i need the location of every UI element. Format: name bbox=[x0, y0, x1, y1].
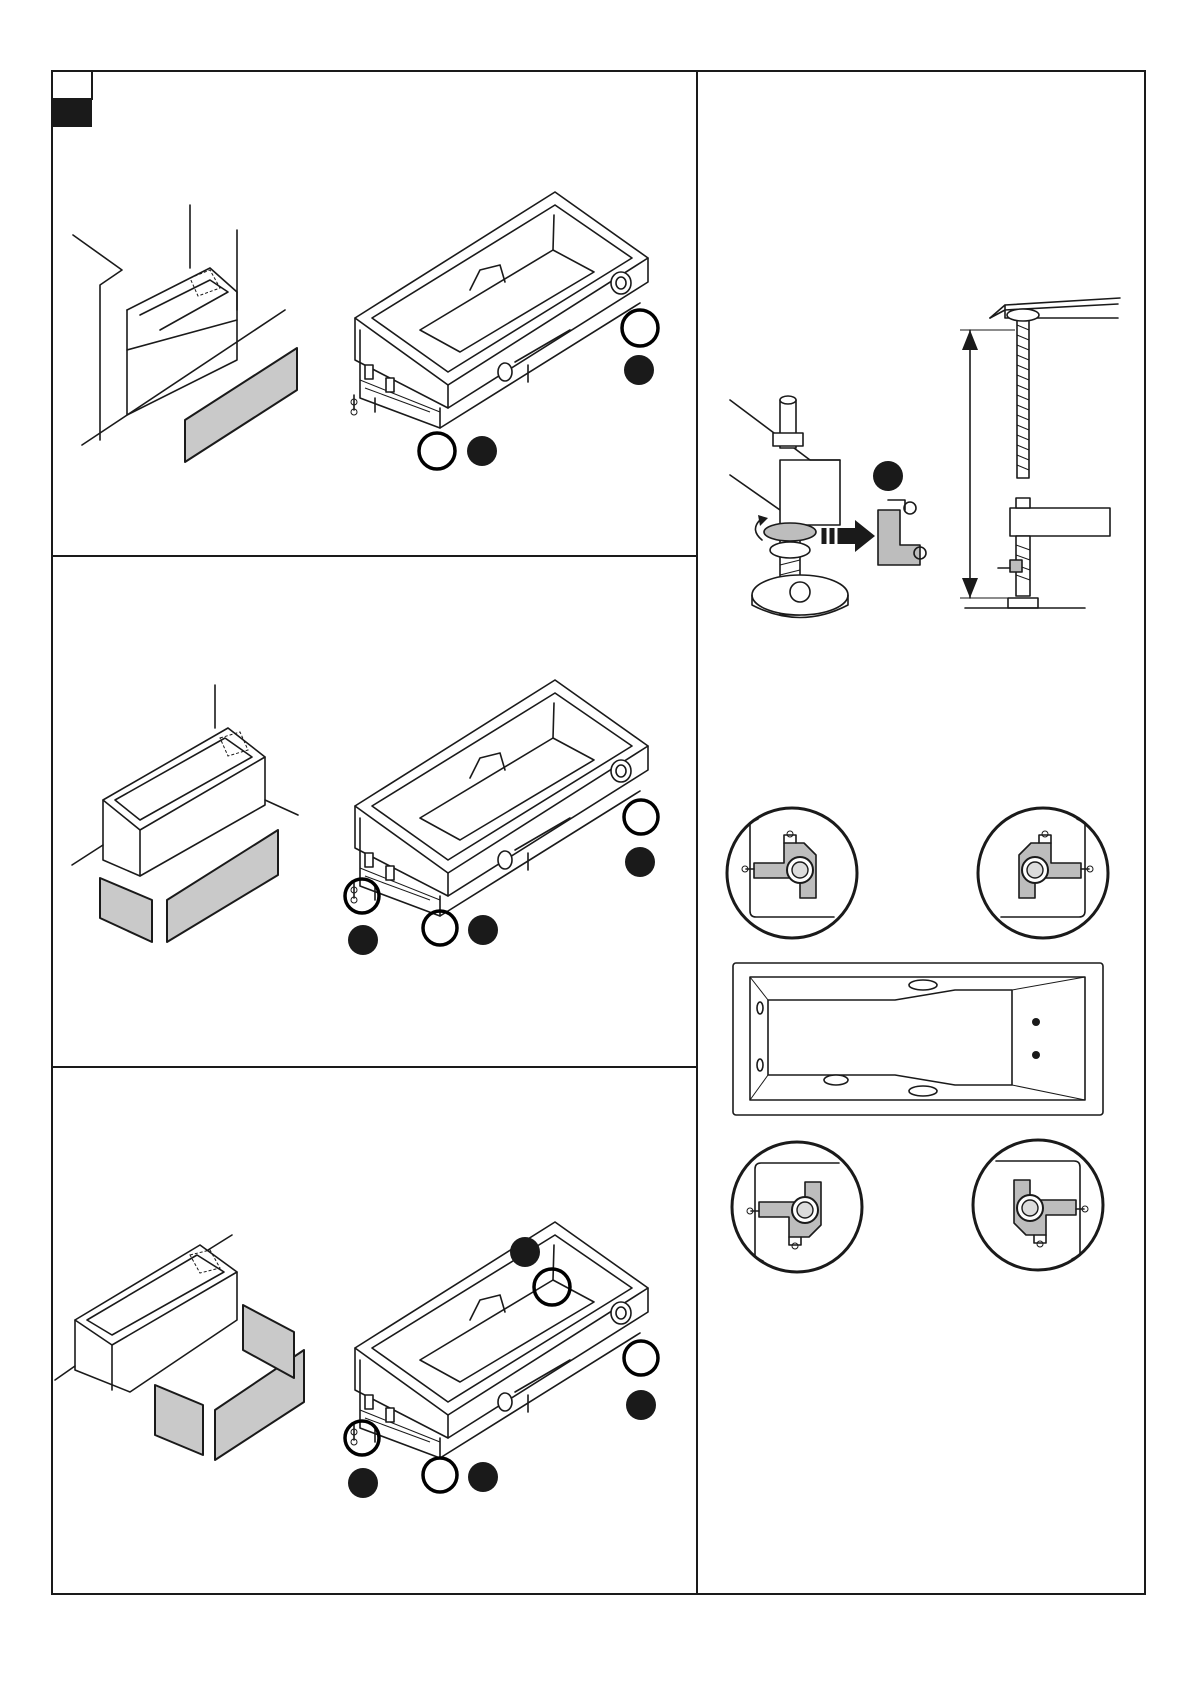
step-2-corner-view bbox=[72, 685, 298, 942]
corner-bracket-detail-top-right bbox=[978, 808, 1108, 938]
step-2-bathtub bbox=[351, 680, 648, 916]
corner-bracket-detail-bottom-left bbox=[732, 1142, 862, 1272]
step-1-alcove-view bbox=[73, 205, 297, 462]
leg-adjust-detail bbox=[730, 396, 926, 618]
leg-height-detail bbox=[960, 298, 1120, 608]
tub-top-view bbox=[733, 963, 1103, 1115]
corner-bracket-detail-top-left bbox=[727, 808, 857, 938]
corner-bracket-detail-bottom-right bbox=[973, 1140, 1103, 1270]
step-3-freestanding-view bbox=[55, 1235, 304, 1460]
step-indicator-icon bbox=[52, 71, 92, 127]
step-1-bathtub bbox=[351, 192, 648, 428]
step-3-bathtub bbox=[351, 1222, 648, 1458]
